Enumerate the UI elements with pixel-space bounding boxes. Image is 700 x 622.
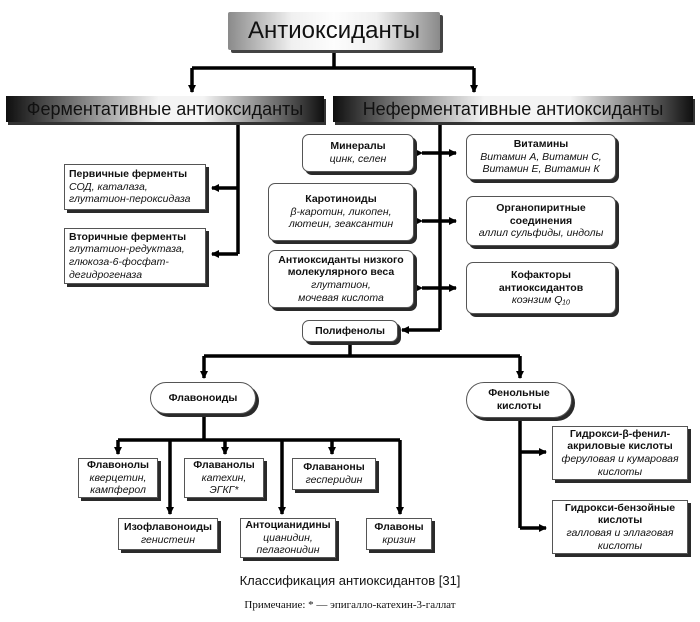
box-title: Каротиноиды	[305, 193, 377, 206]
box-polyphenols: Полифенолы	[302, 320, 398, 342]
box-carotenoids: Каротиноиды β-каротин, ликопен, лютеин, …	[268, 183, 414, 241]
oval-phenolic-acids: Фенольные кислоты	[466, 382, 572, 418]
box-text: коэнзим Q₁₀	[511, 294, 571, 307]
box-title: Флаваноны	[303, 461, 365, 474]
box-title: Минералы	[330, 140, 386, 153]
box-text: Витамин Е, Витамин К	[482, 163, 600, 176]
box-title: Флавоноиды	[168, 391, 238, 404]
box-title: Антоцианидины	[245, 519, 331, 532]
box-text: глутатион-пероксидаза	[69, 193, 191, 206]
box-title: Гидрокси-бензойные кислоты	[564, 501, 676, 527]
figure-note: Примечание: * — эпигаллo-катехин-3-галла…	[244, 599, 456, 611]
box-hydroxybenzoic-acids: Гидрокси-бензойные кислоты галловая и эл…	[552, 500, 688, 554]
box-vitamins: Витамины Витамин А, Витамин С, Витамин Е…	[466, 134, 616, 180]
branch-non-enzymatic: Неферментативные антиоксиданты	[333, 96, 693, 122]
box-title: Первичные ферменты	[69, 168, 188, 181]
box-text: галловая и эллаговая	[566, 527, 674, 539]
box-title: Антиоксиданты низкого молекулярного веса	[278, 253, 404, 279]
box-text: гесперидин	[305, 474, 363, 486]
figure-caption: Классификация антиоксидантов [31]	[239, 573, 461, 588]
box-text: кампферол	[90, 484, 146, 497]
box-isoflavonoids: Изофлавоноиды генистеин	[118, 518, 218, 550]
box-text: цинк, селен	[329, 153, 387, 165]
box-text: ЭГКГ*	[209, 484, 239, 497]
box-text: цианидин,	[263, 531, 313, 544]
box-text: кризин	[382, 534, 416, 546]
box-flavones: Флавоны кризин	[366, 518, 432, 550]
box-text: лютеин, зеаксантин	[288, 218, 394, 231]
box-title: Органопиритные соединения	[496, 202, 586, 227]
box-text: аллил сульфиды, индолы	[478, 227, 604, 240]
box-title: Полифенолы	[315, 324, 385, 337]
box-primary-enzymes: Первичные ферменты СОД, каталаза, глутат…	[64, 164, 206, 210]
box-text: генистеин	[141, 534, 195, 546]
box-title: Кофакторы антиоксидантов	[498, 269, 584, 294]
box-title: Вторичные ферменты	[69, 230, 187, 243]
box-text: β-каротин, ликопен,	[290, 205, 392, 218]
box-text: Витамин А, Витамин С,	[480, 150, 602, 163]
box-text: кверцетин,	[89, 471, 147, 484]
box-text: пелагонидин	[256, 544, 320, 557]
oval-flavonoids: Флавоноиды	[150, 382, 256, 414]
box-minerals: Минералы цинк, селен	[302, 134, 414, 172]
box-title: Флаванолы	[193, 459, 255, 472]
box-anthocyanidins: Антоцианидины цианидин, пелагонидин	[240, 518, 336, 558]
box-low-molecular-weight: Антиоксиданты низкого молекулярного веса…	[268, 250, 414, 308]
box-text: глутатион-редуктаза,	[69, 243, 185, 256]
branch-enzymatic: Ферментативные антиоксиданты	[6, 96, 324, 122]
box-text: катехин,	[201, 471, 247, 484]
title-antioxidants: Антиоксиданты	[228, 12, 440, 50]
box-title: Фенольные кислоты	[488, 387, 550, 412]
box-text: мочевая кислота	[298, 291, 384, 304]
box-cofactors: Кофакторы антиоксидантов коэнзим Q₁₀	[466, 262, 616, 314]
box-secondary-enzymes: Вторичные ферменты глутатион-редуктаза, …	[64, 228, 206, 284]
box-text: глюкоза-6-фосфат-	[69, 256, 169, 268]
box-flavanols: Флаванолы катехин, ЭГКГ*	[184, 458, 264, 498]
box-title: Изофлавоноиды	[124, 521, 212, 534]
box-title: Гидрокси-β-фенил-акриловые кислоты	[567, 427, 673, 453]
box-text: феруловая и кумаровая	[561, 453, 679, 465]
box-text: кислоты	[597, 465, 643, 478]
box-flavanones: Флаваноны гесперидин	[292, 458, 376, 490]
box-hydroxycinnamic-acids: Гидрокси-β-фенил-акриловые кислоты ферул…	[552, 426, 688, 480]
box-organosulfur: Органопиритные соединения аллил сульфиды…	[466, 196, 616, 246]
box-text: глутатион,	[311, 279, 371, 291]
box-title: Флавонолы	[86, 459, 150, 472]
box-text: СОД, каталаза,	[69, 180, 148, 193]
box-title: Флавоны	[374, 521, 424, 534]
box-text: кислоты	[597, 539, 643, 552]
box-text: дегидрогеназа	[69, 268, 143, 281]
box-flavonols: Флавонолы кверцетин, кампферол	[78, 458, 158, 498]
box-title: Витамины	[513, 138, 569, 151]
